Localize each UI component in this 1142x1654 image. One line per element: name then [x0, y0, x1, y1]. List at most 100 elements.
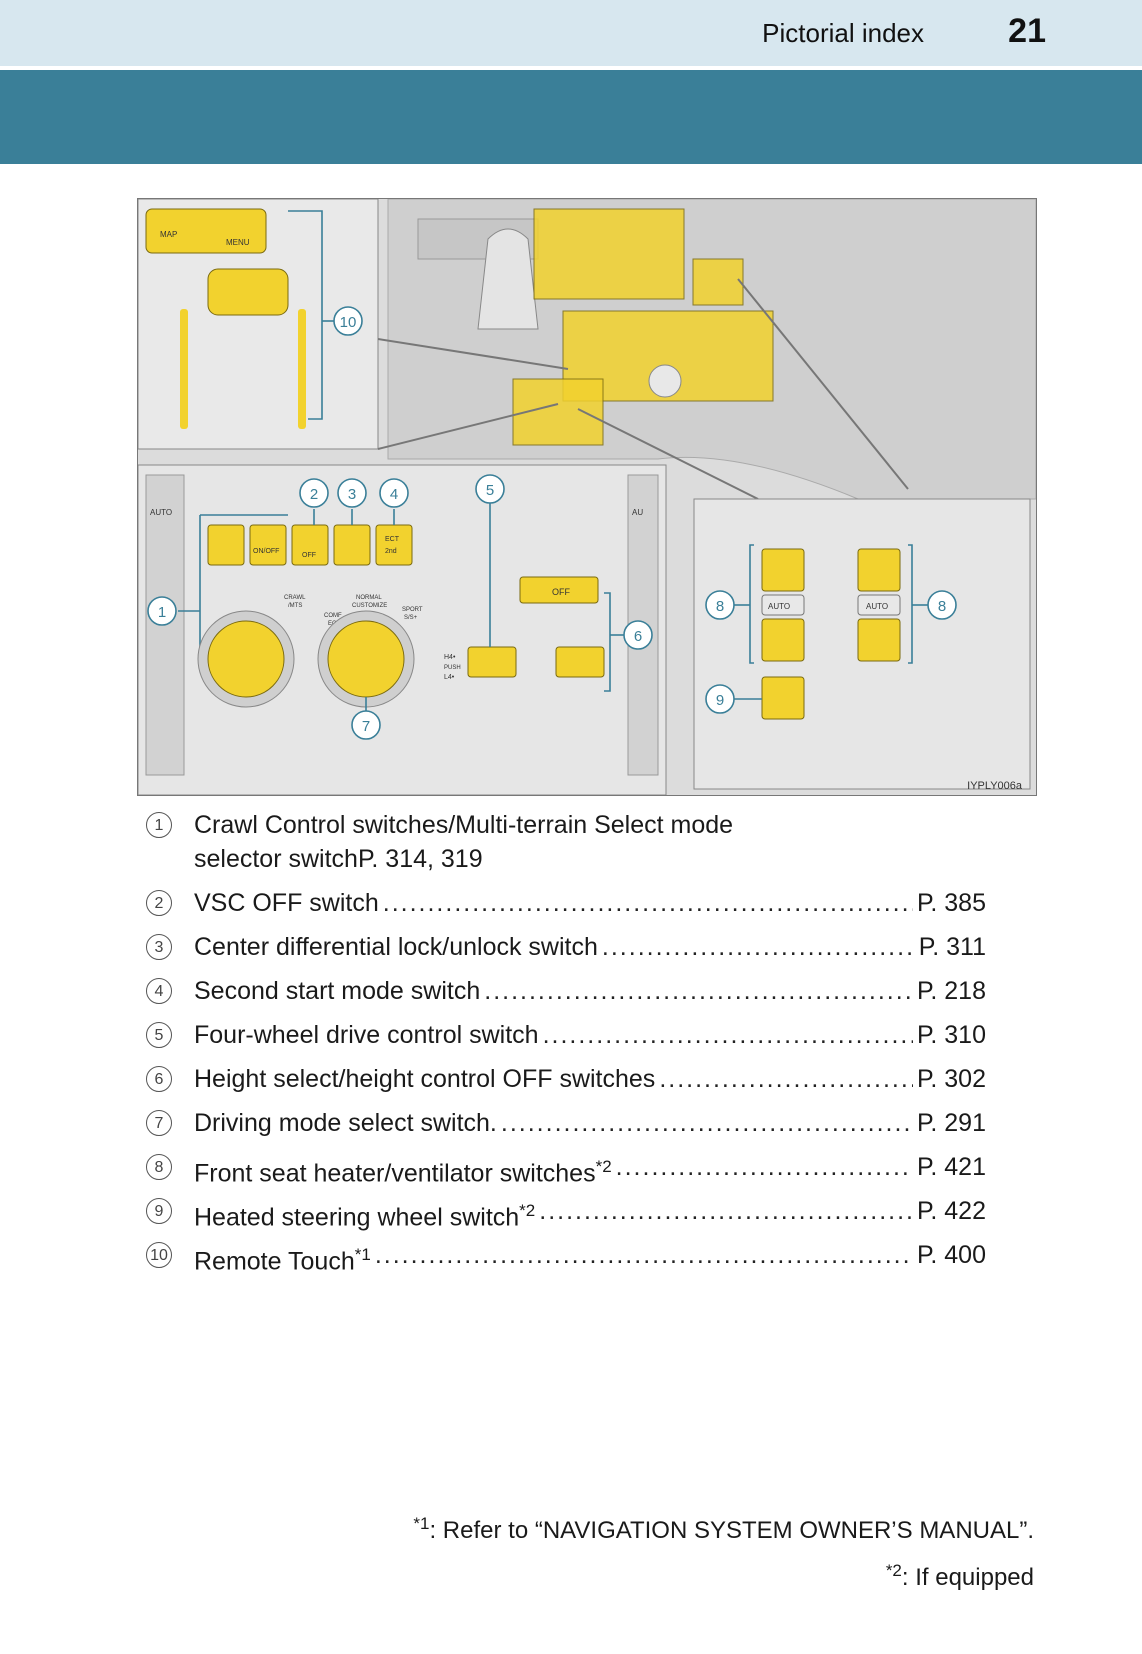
vsc-off-label: OFF	[302, 552, 316, 559]
item-page-ref: P. 421	[916, 1153, 986, 1181]
menu-label: MENU	[226, 238, 250, 247]
item-text: Heated steering wheel switch	[194, 1203, 520, 1232]
item-number: 7	[146, 1110, 172, 1136]
footnote-1-text: : Refer to “NAVIGATION SYSTEM OWNER’S MA…	[429, 1517, 1034, 1544]
h4-label: H4•	[444, 654, 456, 661]
item-text-line1: Crawl Control switches/Multi-terrain Sel…	[194, 811, 734, 839]
item-text: Remote Touch	[194, 1247, 355, 1276]
auto-label-8r: AUTO	[866, 602, 888, 611]
item-page-ref: P. 385	[916, 889, 986, 917]
item-page-ref: P. 218	[916, 977, 986, 1005]
terrain-panel-inset: AUTO AU ON/OFF OFF ECT 2nd 1 2 3	[138, 464, 667, 795]
au-label: AU	[632, 508, 643, 517]
seat-switch-inset: AUTO AUTO 8 8 9	[693, 498, 1031, 790]
second-label: 2nd	[385, 548, 397, 555]
auto-label-left: AUTO	[150, 508, 172, 517]
callout-2: 2	[310, 486, 318, 503]
ect-label: ECT	[385, 536, 400, 543]
item-page-ref: P. 400	[916, 1241, 986, 1269]
item-text: Center differential lock/unlock switch	[194, 933, 598, 961]
height-off-label: OFF	[552, 587, 570, 597]
section-title: Pictorial index	[762, 18, 924, 48]
header-bar: Pictorial index 21	[0, 0, 1142, 66]
list-item-1: 1 Crawl Control switches/Multi-terrain S…	[146, 808, 986, 886]
item-page-ref: P. 310	[916, 1021, 986, 1049]
on-off-label: ON/OFF	[253, 548, 279, 555]
sport-s-label: S/S+	[404, 615, 418, 621]
item-number: 9	[146, 1198, 172, 1224]
leader-dots	[375, 1238, 913, 1278]
map-label: MAP	[160, 230, 177, 239]
footnote-mark: *1	[354, 1245, 371, 1264]
item-text: Driving mode select switch.	[194, 1109, 497, 1137]
callout-4: 4	[390, 486, 398, 503]
list-item-2: 2 VSC OFF switch P. 385	[146, 886, 986, 930]
callout-8-right: 8	[938, 598, 946, 615]
item-number: 8	[146, 1154, 172, 1180]
item-text: Front seat heater/ventilator switches	[194, 1159, 596, 1188]
item-number: 4	[146, 978, 172, 1004]
item-text: Four-wheel drive control switch	[194, 1021, 539, 1049]
push-label: PUSH	[444, 665, 461, 671]
item-page-ref: P. 311	[918, 933, 986, 961]
list-item-4: 4 Second start mode switch P. 218	[146, 974, 986, 1018]
callout-5: 5	[486, 482, 494, 499]
page-number: 21	[1008, 12, 1046, 50]
list-item-9: 9 Heated steering wheel switch*2 P. 422	[146, 1194, 986, 1238]
item-page-ref: P. 302	[916, 1065, 986, 1093]
leader-dots	[484, 974, 913, 1008]
callout-1: 1	[158, 604, 166, 621]
footnote-1: *1: Refer to “NAVIGATION SYSTEM OWNER’S …	[413, 1504, 1034, 1551]
list-item-10: 10 Remote Touch*1 P. 400	[146, 1238, 986, 1282]
footnotes: *1: Refer to “NAVIGATION SYSTEM OWNER’S …	[413, 1504, 1034, 1598]
auto-label-8l: AUTO	[768, 602, 790, 611]
footnote-1-mark: *1	[413, 1514, 430, 1533]
header-band	[0, 70, 1142, 164]
leader-dots	[383, 886, 913, 920]
callout-7: 7	[362, 718, 370, 735]
callout-3: 3	[348, 486, 356, 503]
item-page-ref: P. 422	[916, 1197, 986, 1225]
list-item-3: 3 Center differential lock/unlock switch…	[146, 930, 986, 974]
item-text: Second start mode switch	[194, 977, 481, 1005]
customize-label: CUSTOMIZE	[352, 603, 387, 609]
item-number: 10	[146, 1242, 172, 1268]
footnote-2-mark: *2	[885, 1561, 902, 1580]
leader-dots	[616, 1150, 913, 1190]
leader-dots	[659, 1062, 913, 1096]
item-page-ref: P. 314, 319	[357, 845, 483, 873]
item-text: Height select/height control OFF switche…	[194, 1065, 656, 1093]
item-number: 5	[146, 1022, 172, 1048]
footnote-mark: *2	[595, 1157, 612, 1176]
item-text-line2: selector switch	[194, 845, 358, 873]
footnote-2-text: : If equipped	[901, 1564, 1034, 1591]
leader-dots	[539, 1194, 913, 1234]
normal-label: NORMAL	[356, 595, 382, 601]
list-item-6: 6 Height select/height control OFF switc…	[146, 1062, 986, 1106]
item-text: VSC OFF switch	[194, 889, 379, 917]
leader-dots	[602, 930, 915, 964]
callout-6: 6	[634, 628, 642, 645]
footnote-mark: *2	[519, 1201, 536, 1220]
sport-label: SPORT	[402, 607, 423, 613]
callout-9: 9	[716, 692, 724, 709]
list-item-5: 5 Four-wheel drive control switch P. 310	[146, 1018, 986, 1062]
callout-10: 10	[340, 314, 357, 331]
item-number: 2	[146, 890, 172, 916]
remote-touch-inset: MAP MENU 10	[138, 199, 379, 450]
list-item-8: 8 Front seat heater/ventilator switches*…	[146, 1150, 986, 1194]
leader-dots	[543, 1018, 913, 1052]
item-number: 6	[146, 1066, 172, 1092]
item-list: 1 Crawl Control switches/Multi-terrain S…	[146, 808, 986, 1282]
list-item-7: 7 Driving mode select switch. P. 291	[146, 1106, 986, 1150]
comf-label: COMF	[324, 613, 342, 619]
mts-label: /MTS	[288, 603, 302, 609]
l4-label: L4•	[444, 674, 455, 681]
image-code: IYPLY006a	[967, 780, 1023, 792]
item-number: 3	[146, 934, 172, 960]
controls-illustration: MAP MENU 10 AUTO AU ON/OF	[137, 198, 1037, 796]
leader-dots	[501, 1106, 913, 1140]
callout-8-left: 8	[716, 598, 724, 615]
item-page-ref: P. 291	[916, 1109, 986, 1137]
footnote-2: *2: If equipped	[413, 1551, 1034, 1598]
